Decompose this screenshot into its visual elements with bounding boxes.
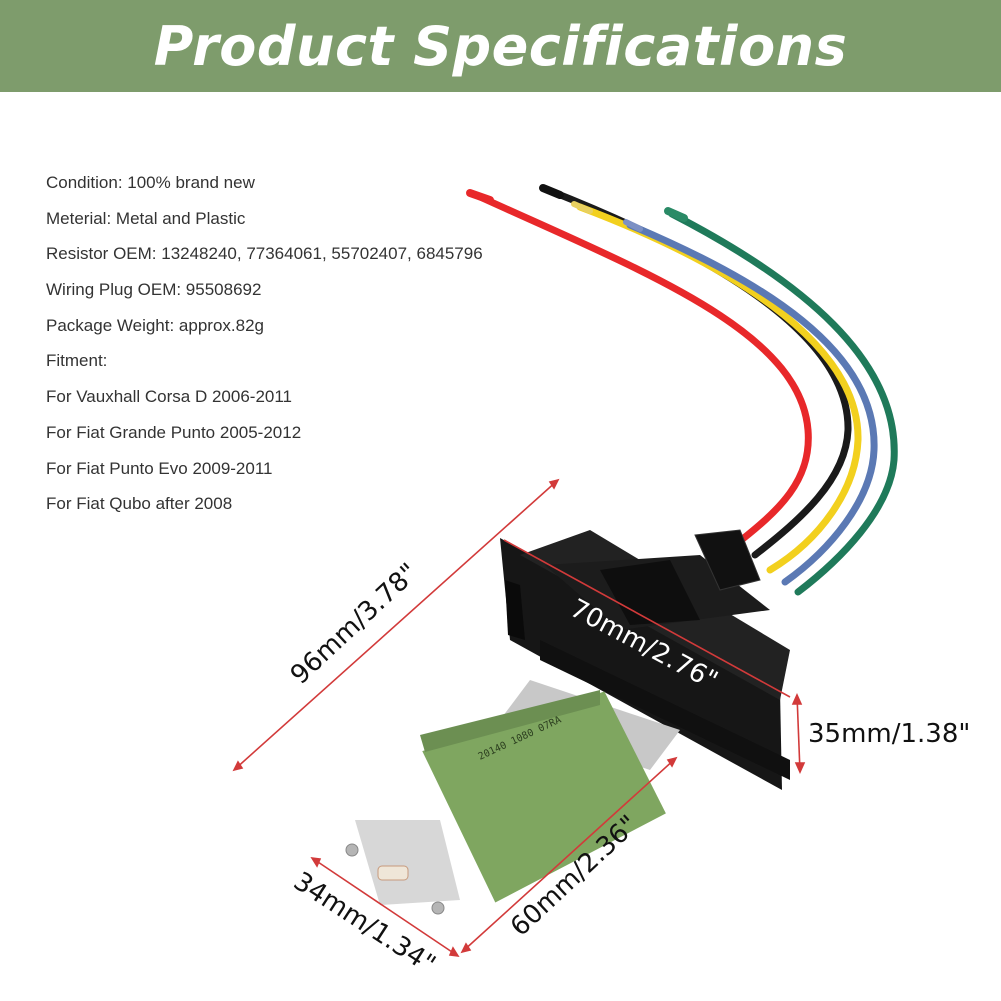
spec-fitment-grande-punto: For Fiat Grande Punto 2005-2012 [46, 422, 302, 442]
spec-resistor-oem: Resistor OEM: 13248240, 77364061, 557024… [46, 244, 483, 264]
spec-plug-oem: Wiring Plug OEM: 95508692 [46, 280, 262, 300]
dim-line-60mm [461, 757, 677, 953]
spec-condition: Condition: 100% brand new [46, 173, 255, 192]
dim-line-34mm [311, 857, 459, 957]
spec-weight: Package Weight: approx.82g [46, 315, 264, 335]
wire-red [474, 192, 812, 549]
spec-fitment-heading: Fitment: [46, 351, 108, 371]
spec-fitment-qubo: For Fiat Qubo after 2008 [46, 494, 233, 514]
spec-fitment-corsa: For Vauxhall Corsa D 2006-2011 [46, 387, 293, 407]
connector-housing [500, 529, 790, 790]
title-banner: Product Specifications [0, 0, 1001, 92]
label-connector-height: 35mm/1.38" [808, 719, 970, 749]
dim-line-70mm [503, 539, 791, 698]
spec-list: Condition: 100% brand new Meterial: Meta… [46, 171, 516, 528]
label-overall-length: 96mm/3.78" [285, 558, 424, 691]
dim-line-96mm [233, 479, 559, 771]
spec-fitment-punto-evo: For Fiat Punto Evo 2009-2011 [46, 458, 273, 478]
wire-blue [626, 221, 878, 586]
dim-line-35mm [796, 694, 801, 773]
wire-harness [466, 184, 898, 596]
wire-green [668, 210, 898, 596]
resistor-board: 20140 1080 07RA [345, 680, 680, 915]
spec-material: Meterial: Metal and Plastic [46, 208, 246, 228]
dimension-lines [232, 478, 806, 958]
banner-title: Product Specifications [153, 14, 848, 78]
